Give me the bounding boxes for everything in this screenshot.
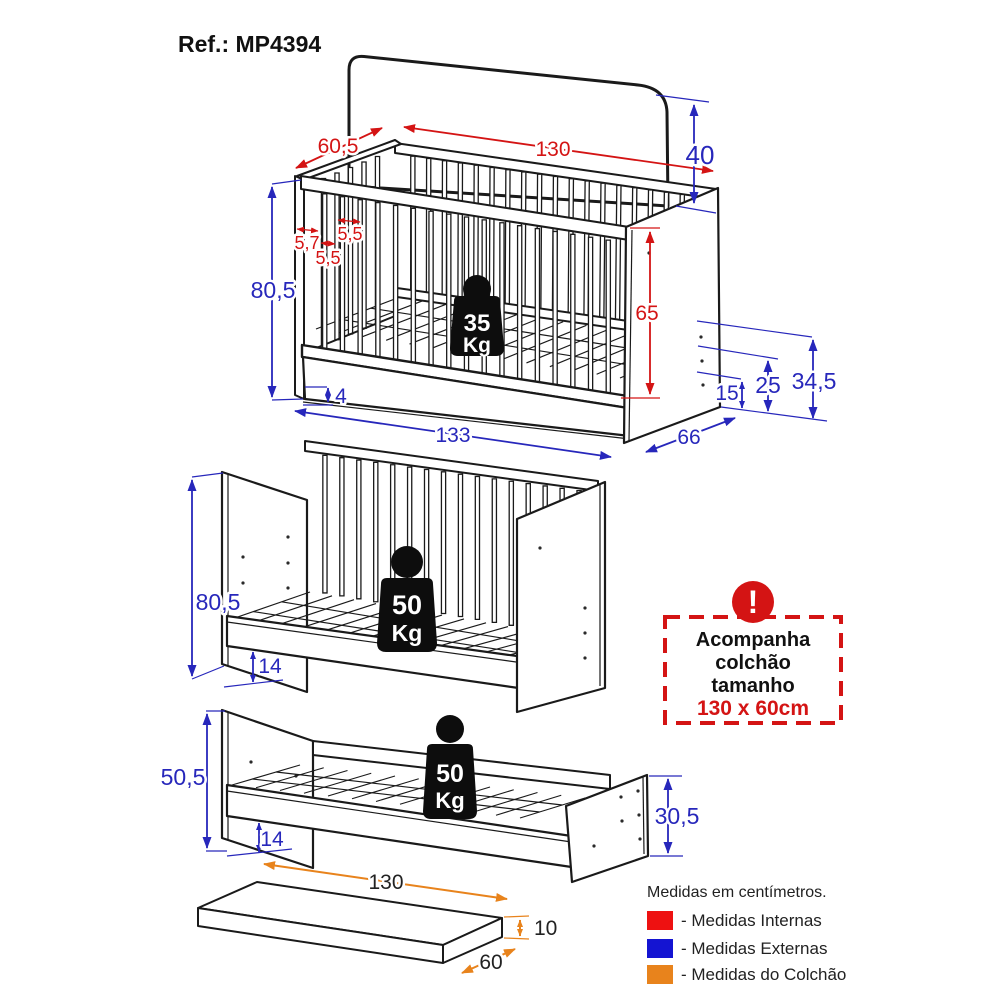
dim-total-height-open: 80,5: [196, 589, 241, 615]
legend-label-external: - Medidas Externas: [681, 939, 827, 958]
dim-base-thickness-open: 14: [258, 655, 282, 678]
weight-badge-50kg-crib: 50 Kg: [377, 546, 437, 652]
legend-swatch-external: [647, 939, 673, 958]
dim-bed-base-thickness: 14: [260, 828, 284, 851]
mattress-included-callout: ! Acompanha colchão tamanho 130 x 60cm: [663, 581, 843, 725]
page-title: Ref.: MP4394: [178, 31, 321, 57]
legend-label-mattress: - Medidas do Colchão: [681, 965, 846, 984]
weight-unit: Kg: [392, 620, 423, 646]
weight-value: 35: [464, 310, 491, 337]
weight-badge-35kg: 35 Kg: [450, 275, 504, 357]
exclamation-icon: [732, 581, 774, 623]
dim-top-depth: 60,5: [318, 135, 359, 158]
legend-label-internal: - Medidas Internas: [681, 911, 822, 930]
weight-value: 50: [392, 590, 422, 620]
dim-top-length: 130: [535, 138, 570, 161]
legend-swatch-mattress: [647, 965, 673, 984]
callout-line-2: colchão: [715, 652, 791, 674]
weight-value: 50: [436, 760, 464, 788]
mattress-end-face: [442, 917, 503, 964]
dim-headboard-height: 40: [686, 140, 715, 170]
mattress-view: 10 60 . .: [197, 881, 560, 977]
weight-badge-50kg-bed: 50 Kg: [423, 715, 477, 819]
legend: Medidas em centímetros. - Medidas Intern…: [647, 884, 846, 984]
dim-bed-headboard-height: 50,5: [161, 764, 206, 790]
dim-mattress-thickness: 10: [534, 917, 557, 940]
dim-side-inner-height: 65: [635, 302, 658, 325]
crib-assembled-view: 35 Kg 60,5 130 40 80,5 5,7 5,5 5,5 65 4 …: [248, 54, 839, 460]
dim-total-height: 80,5: [251, 277, 296, 303]
dim-foot-height-3: 34,5: [792, 368, 837, 394]
svg-text:!: !: [748, 584, 759, 620]
callout-line-1: Acompanha: [696, 629, 811, 651]
dim-slat-gap-c: 5,5: [315, 248, 340, 268]
weight-unit: Kg: [463, 334, 491, 357]
bed-platform-slats: [231, 764, 586, 819]
legend-swatch-internal: [647, 911, 673, 930]
dim-total-depth: 66: [677, 426, 700, 449]
callout-mattress-size: 130 x 60cm: [697, 697, 809, 720]
dim-mattress-width: 60: [479, 951, 502, 974]
callout-line-3: tamanho: [711, 675, 794, 697]
weight-unit: Kg: [435, 788, 464, 813]
bed-view: 50 Kg 50,5 14 30,5 130: [158, 708, 702, 902]
dim-foot-height-1: 15: [715, 382, 738, 405]
crib-open-view: 50 Kg 80,5 14: [187, 440, 607, 714]
dim-slat-gap-a: 5,7: [294, 233, 319, 253]
dim-slat-gap-b: 5,5: [337, 224, 362, 244]
dim-bed-length: 130: [368, 871, 403, 894]
dim-total-length: 133: [435, 424, 470, 447]
bed-footboard-panel: [564, 773, 650, 884]
crib2-right-panel: [515, 480, 607, 714]
dim-footboard-height: 30,5: [655, 803, 700, 829]
dim-base-gap: 4: [335, 385, 347, 408]
legend-title: Medidas em centímetros.: [647, 884, 827, 901]
dim-foot-height-2: 25: [755, 372, 781, 398]
